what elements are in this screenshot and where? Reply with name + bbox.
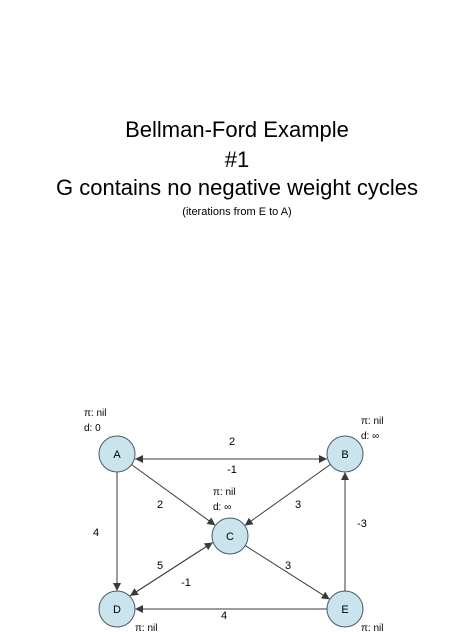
edge-b-to-c	[244, 464, 331, 526]
node-circle	[326, 435, 364, 473]
nodes-layer: A B C D E	[98, 435, 364, 628]
edge-a-to-c	[131, 464, 216, 526]
slide-subtitle: (iterations from E to A)	[182, 206, 292, 218]
edge-c-to-d	[129, 541, 213, 596]
node-circle	[211, 517, 249, 555]
node-label: D	[113, 604, 121, 616]
node-circle	[98, 435, 136, 473]
edge-weight-a-d: 4	[93, 527, 99, 539]
node-c: C	[211, 517, 249, 555]
node-c-predecessor: π: nil	[213, 487, 235, 498]
node-b: B	[326, 435, 364, 473]
slide-example-number: #1	[224, 147, 250, 172]
edge-weights-layer: 2 -1 2 3 4 5 -1 3 -3 4	[93, 436, 367, 622]
edge-weight-c-e: 3	[285, 560, 291, 572]
node-d: D	[98, 590, 136, 628]
edge-weight-d-c: 5	[157, 560, 163, 572]
node-label: A	[113, 449, 121, 461]
edge-weight-b-a: 2	[229, 436, 235, 448]
node-label: E	[341, 604, 348, 616]
node-b-distance: d: ∞	[361, 431, 379, 442]
edge-weight-e-d: 4	[221, 610, 227, 622]
node-d-predecessor: π: nil	[135, 623, 157, 632]
node-e: E	[326, 590, 364, 628]
node-b-predecessor: π: nil	[361, 416, 383, 427]
node-circle	[98, 590, 136, 628]
edge-weight-c-d: -1	[181, 577, 191, 589]
edge-weight-b-c: 3	[295, 499, 301, 511]
edges-layer	[113, 455, 349, 613]
slide-heading: G contains no negative weight cycles	[56, 175, 418, 200]
slide-title: Bellman-Ford Example	[125, 117, 349, 142]
node-label: C	[226, 531, 234, 543]
edge-weight-a-b: -1	[227, 464, 237, 476]
node-a-predecessor: π: nil	[84, 408, 106, 419]
node-label: B	[341, 449, 348, 461]
edge-weight-e-b: -3	[357, 518, 367, 530]
node-annotations-layer: π: nil d: 0 π: nil d: ∞ π: nil d: ∞ π: nil π: n…	[84, 408, 383, 632]
node-circle	[326, 590, 364, 628]
node-c-distance: d: ∞	[213, 502, 231, 513]
node-e-predecessor: π: nil	[361, 623, 383, 632]
edge-c-to-e	[244, 545, 330, 600]
node-a: A	[98, 435, 136, 473]
node-a-distance: d: 0	[84, 423, 101, 434]
edge-weight-a-c: 2	[157, 499, 163, 511]
